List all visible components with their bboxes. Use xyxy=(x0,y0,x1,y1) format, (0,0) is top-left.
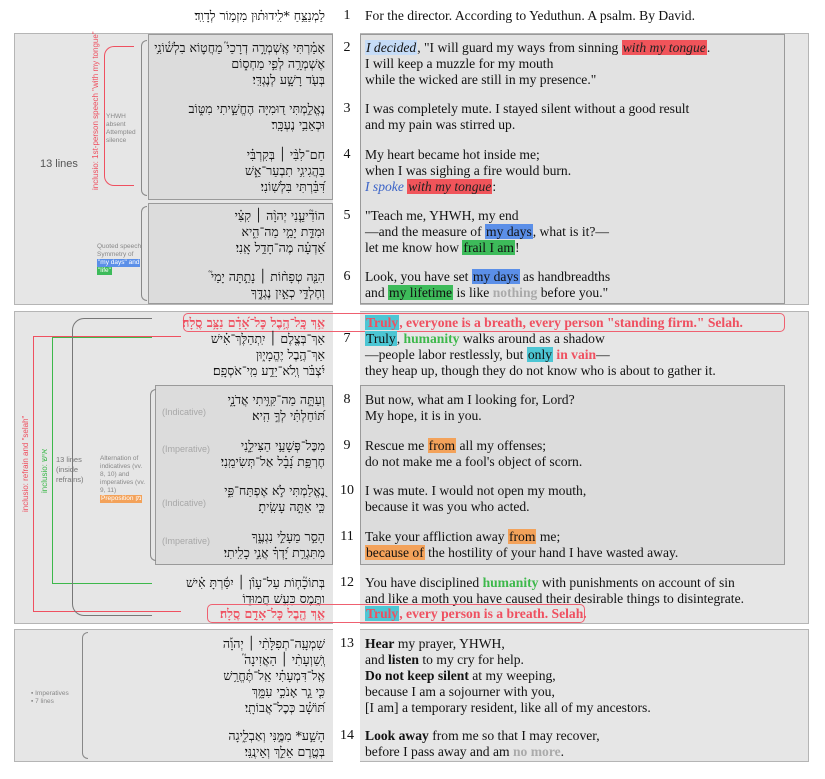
verse-number: 2 xyxy=(343,40,351,55)
english-v3: I was completely mute. I stayed silent w… xyxy=(365,101,690,132)
verse-number: 9 xyxy=(343,438,351,453)
bracket-vv5-6 xyxy=(141,206,147,301)
subsection-vv2-4 xyxy=(148,34,333,200)
english-v8: But now, what am I looking for, Lord? My… xyxy=(365,392,575,423)
hebrew-v11: הָסֵ֣ר מֵעָלַ֣י נִגְעֶ֑ךָמִתִּגְרַ֥ת יָ֝… xyxy=(223,529,325,560)
hebrew-v7-refrain: אַ֥ךְ כׇּֽל־הֶ֥בֶל כׇּל־אָ֝דָ֗ם נִצָּ֥ב … xyxy=(182,315,325,330)
lines-count-a: 13 lines xyxy=(40,158,78,170)
english-v13: Hear my prayer, YHWH, and listen to my c… xyxy=(365,636,651,715)
inclusio-refrain-label: inclusio: refrain and "selah" xyxy=(21,415,30,512)
verse-number: 13 xyxy=(340,636,354,651)
mood-imperative-v9: (Imperative) xyxy=(162,444,211,454)
english-v12-refrain: Truly, every person is a breath. Selah. xyxy=(365,606,587,621)
inclusio-bracket-refrain xyxy=(33,336,181,612)
subsection-vv8-11-english xyxy=(360,385,785,565)
verse-number: 8 xyxy=(343,392,351,407)
note-quoted-speech: Quoted speech Symmetry of "my days" and … xyxy=(97,243,142,275)
inclusio-bracket-ish xyxy=(52,337,152,584)
english-panel-a xyxy=(360,34,785,304)
english-v9: Rescue me from all my offenses; do not m… xyxy=(365,438,583,469)
english-v2: I decided, "I will guard my ways from si… xyxy=(365,40,711,87)
subsection-vv5-6 xyxy=(148,203,333,304)
english-v7-refrain: Truly, everyone is a breath, every perso… xyxy=(365,315,743,330)
english-v7: Truly, humanity walks around as a shadow… xyxy=(365,331,716,378)
english-v4: My heart became hot inside me; when I wa… xyxy=(365,147,572,194)
note-yhwh-absent: YHWH absent Attempted silence xyxy=(106,113,136,144)
verse-number: 10 xyxy=(340,483,354,498)
hebrew-v12: בְּתוֹכָ֘ח֤וֹת עַל־עָוֺ֨ן ׀ יִסַּ֬רְתָּ … xyxy=(185,575,325,606)
english-v6: Look, you have set my days as handbreadt… xyxy=(365,269,611,300)
verse-number: 12 xyxy=(340,575,354,590)
verse-number-column xyxy=(333,33,360,763)
verse-number: 4 xyxy=(343,147,351,162)
inclusio-bracket-tongue xyxy=(104,46,134,186)
mood-imperative-v11: (Imperative) xyxy=(162,536,211,546)
note-alternation: Alternation of indicatives (vv. 8, 10) a… xyxy=(100,455,146,503)
inclusio-tongue-label: inclusio: 1st-person speech "with my ton… xyxy=(91,31,100,190)
inclusio-ish-label: inclusio: איש xyxy=(40,448,49,493)
refrain-outline-v12 xyxy=(207,604,585,623)
mood-indicative-v10: (Indicative) xyxy=(162,498,207,508)
lines-count-b: 13 lines (inside refrains) xyxy=(56,455,84,484)
verse-number: 3 xyxy=(343,101,351,116)
english-v11: Take your affliction away from me; becau… xyxy=(365,529,679,560)
english-v14: Look away from me so that I may recover,… xyxy=(365,728,600,759)
english-v5: "Teach me, YHWH, my end —and the measure… xyxy=(365,208,610,255)
header-english: For the director. According to Yeduthun.… xyxy=(365,8,696,23)
hebrew-v6: הִנֵּ֤ה טְפָח֨וֹת ׀ נָתַ֣תָּה יָמַי֮וְחֶ… xyxy=(210,269,325,300)
hebrew-v2: אָמַ֗רְתִּי אֶֽשְׁמְרָ֣ה דְרָכַי֮ מֵחֲט֪… xyxy=(154,40,325,87)
english-v10: I was mute. I would not open my mouth, b… xyxy=(365,483,587,514)
bracket-vv2-4 xyxy=(141,40,147,196)
english-v12: You have disciplined humanity with punis… xyxy=(365,575,745,606)
verse-number: 6 xyxy=(343,269,351,284)
bracket-vv8-11 xyxy=(150,389,156,561)
hebrew-v7: אַךְ־בְּצֶ֤לֶם ׀ יִֽתְהַלֶּךְ־אִ֗ישׁאַךְ… xyxy=(210,331,325,378)
refrain-outline-v7 xyxy=(183,313,785,332)
hebrew-v12-refrain: אַ֤ךְ הֶ֖בֶל כׇּל־אָדָ֣ם סֶֽלָה׃ xyxy=(219,606,325,621)
verse-number: 1 xyxy=(343,8,351,23)
bracket-vv7-12 xyxy=(72,318,152,616)
hebrew-v3: נֶאֱלַ֣מְתִּי ד֭וּמִיָּה הֶחֱשֵׁ֣יתִי מִ… xyxy=(188,101,325,132)
mood-indicative-v8: (Indicative) xyxy=(162,407,207,417)
verse-number: 5 xyxy=(343,208,351,223)
bracket-vv13-14 xyxy=(82,632,88,759)
subsection-vv8-11-hebrew xyxy=(155,385,333,565)
header-hebrew: לַמְנַצֵּ֥חַ *לִֽידוּת֗וּן מִזְמ֥וֹר לְד… xyxy=(194,8,326,23)
note-imperatives: ▪ Imperatives ▪ 7 lines xyxy=(31,690,69,705)
verse-number: 14 xyxy=(340,728,354,743)
verse-number: 7 xyxy=(343,331,351,346)
verse-number: 11 xyxy=(340,529,354,544)
section-c xyxy=(14,629,809,762)
